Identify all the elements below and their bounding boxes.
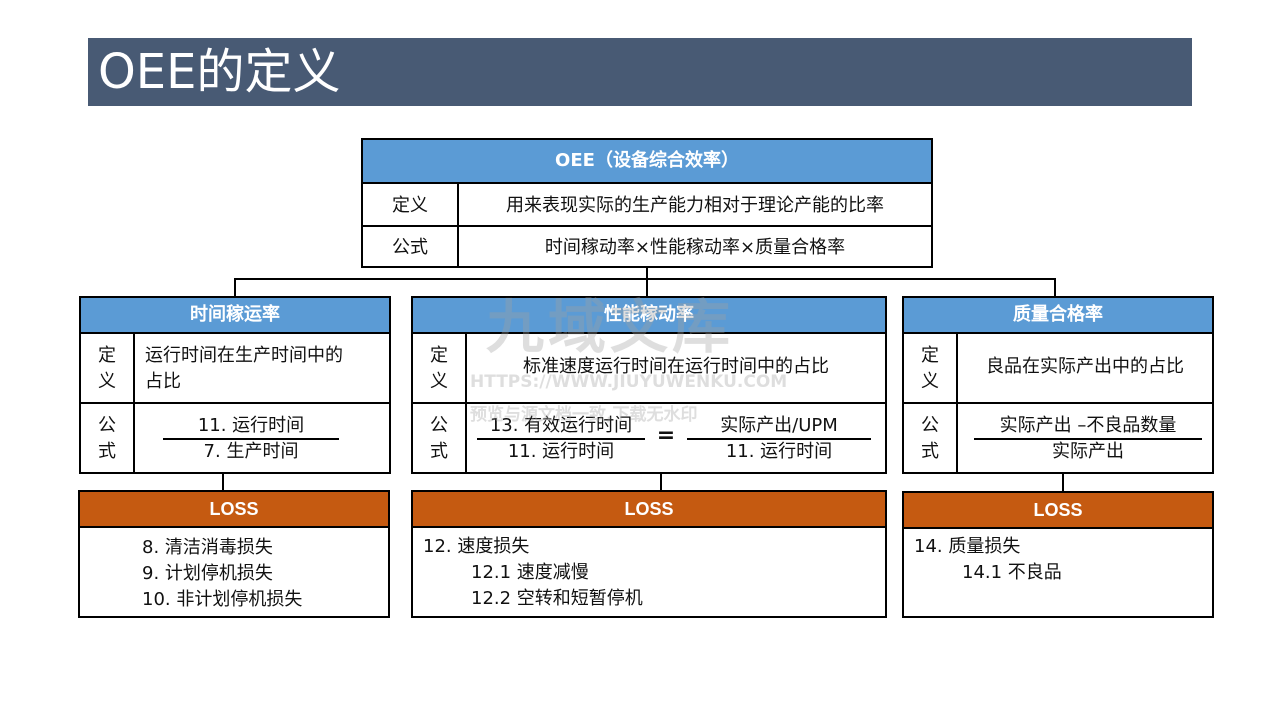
quality-rate-formula-label-1: 公 [921, 415, 939, 436]
divider [80, 526, 388, 528]
divider [904, 332, 1212, 334]
loss-quality-item: 14. 质量损失 [914, 536, 1021, 557]
loss-perf-item: 12.2 空转和短暂停机 [471, 588, 643, 609]
perf-rate-def-text: 标准速度运行时间在运行时间中的占比 [523, 356, 829, 377]
divider [956, 332, 958, 472]
quality-rate-def-label-2: 义 [921, 371, 939, 392]
quality-rate-def-label-1: 定 [921, 345, 939, 366]
divider [81, 402, 389, 404]
time-rate-def-label-2: 义 [98, 371, 116, 392]
time-rate-numerator: 11. 运行时间 [197, 415, 305, 436]
oee-formula-label: 公式 [392, 237, 428, 258]
quality-rate-def-text: 良品在实际产出中的占比 [986, 356, 1184, 377]
connector-horizontal [234, 278, 1056, 280]
loss-perf-header: LOSS [413, 492, 885, 526]
fraction-line [974, 438, 1202, 440]
perf-rate-box: 性能稼动率 定 义 标准速度运行时间在运行时间中的占比 公 式 13. 有效运行… [411, 296, 887, 474]
perf-rate-formula-label-2: 式 [430, 441, 448, 462]
quality-rate-denominator: 实际产出 [1052, 441, 1124, 462]
loss-time-item: 10. 非计划停机损失 [142, 589, 303, 610]
oee-def-label: 定义 [392, 195, 428, 216]
perf-rate-def-label-2: 义 [430, 371, 448, 392]
fraction-line [687, 438, 871, 440]
connector-trunk [646, 267, 648, 279]
loss-quality-box: LOSS 14. 质量损失 14.1 不良品 [902, 491, 1214, 618]
loss-quality-header: LOSS [904, 493, 1212, 527]
equals-sign: = [656, 423, 676, 448]
connector-loss-right [1062, 473, 1064, 491]
page-title: OEE的定义 [98, 44, 341, 100]
time-rate-def-text-2: 占比 [145, 371, 181, 392]
quality-rate-numerator: 实际产出 –不良品数量 [999, 415, 1177, 436]
quality-rate-header: 质量合格率 [904, 298, 1212, 332]
time-rate-def-text-1: 运行时间在生产时间中的 [145, 345, 343, 366]
divider [904, 527, 1212, 529]
divider [363, 182, 931, 184]
oee-formula-text: 时间稼动率×性能稼动率×质量合格率 [544, 237, 846, 258]
divider [457, 182, 459, 266]
time-rate-denominator: 7. 生产时间 [203, 441, 299, 462]
divider [133, 332, 135, 472]
perf-rate-formula-label-1: 公 [430, 415, 448, 436]
divider [465, 332, 467, 472]
divider [413, 332, 885, 334]
fraction-line [477, 438, 645, 440]
loss-perf-box: LOSS 12. 速度损失 12.1 速度减慢 12.2 空转和短暂停机 [411, 490, 887, 618]
connector-loss-left [222, 473, 224, 490]
connector-left-drop [234, 278, 236, 297]
connector-right-drop [1054, 278, 1056, 297]
loss-time-box: LOSS 8. 清洁消毒损失 9. 计划停机损失 10. 非计划停机损失 [78, 490, 390, 618]
time-rate-formula-label-2: 式 [98, 441, 116, 462]
loss-time-item: 9. 计划停机损失 [142, 563, 273, 584]
perf-rate-denominator-1: 11. 运行时间 [507, 441, 615, 462]
divider [413, 402, 885, 404]
loss-quality-item: 14.1 不良品 [962, 562, 1062, 583]
loss-time-item: 8. 清洁消毒损失 [142, 537, 273, 558]
time-rate-formula-label-1: 公 [98, 415, 116, 436]
loss-perf-item: 12. 速度损失 [423, 536, 530, 557]
perf-rate-def-label-1: 定 [430, 345, 448, 366]
oee-box: OEE（设备综合效率） 定义 用来表现实际的生产能力相对于理论产能的比率 公式 … [361, 138, 933, 268]
divider [363, 225, 931, 227]
perf-rate-numerator-2: 实际产出/UPM [720, 415, 838, 436]
oee-header: OEE（设备综合效率） [363, 140, 931, 182]
fraction-line [163, 438, 339, 440]
divider [413, 526, 885, 528]
quality-rate-formula-label-2: 式 [921, 441, 939, 462]
divider [81, 332, 389, 334]
oee-def-text: 用来表现实际的生产能力相对于理论产能的比率 [506, 195, 884, 216]
time-rate-box: 时间稼运率 定 义 运行时间在生产时间中的 占比 公 式 11. 运行时间 7.… [79, 296, 391, 474]
quality-rate-box: 质量合格率 定 义 良品在实际产出中的占比 公 式 实际产出 –不良品数量 实际… [902, 296, 1214, 474]
time-rate-def-label-1: 定 [98, 345, 116, 366]
connector-loss-middle [660, 473, 662, 490]
perf-rate-numerator-1: 13. 有效运行时间 [489, 415, 633, 436]
time-rate-header: 时间稼运率 [81, 298, 389, 332]
loss-time-header: LOSS [80, 492, 388, 526]
perf-rate-header: 性能稼动率 [413, 298, 885, 332]
connector-middle-drop [646, 278, 648, 297]
perf-rate-denominator-2: 11. 运行时间 [725, 441, 833, 462]
divider [904, 402, 1212, 404]
loss-perf-item: 12.1 速度减慢 [471, 562, 589, 583]
title-bar: OEE的定义 [88, 38, 1192, 106]
